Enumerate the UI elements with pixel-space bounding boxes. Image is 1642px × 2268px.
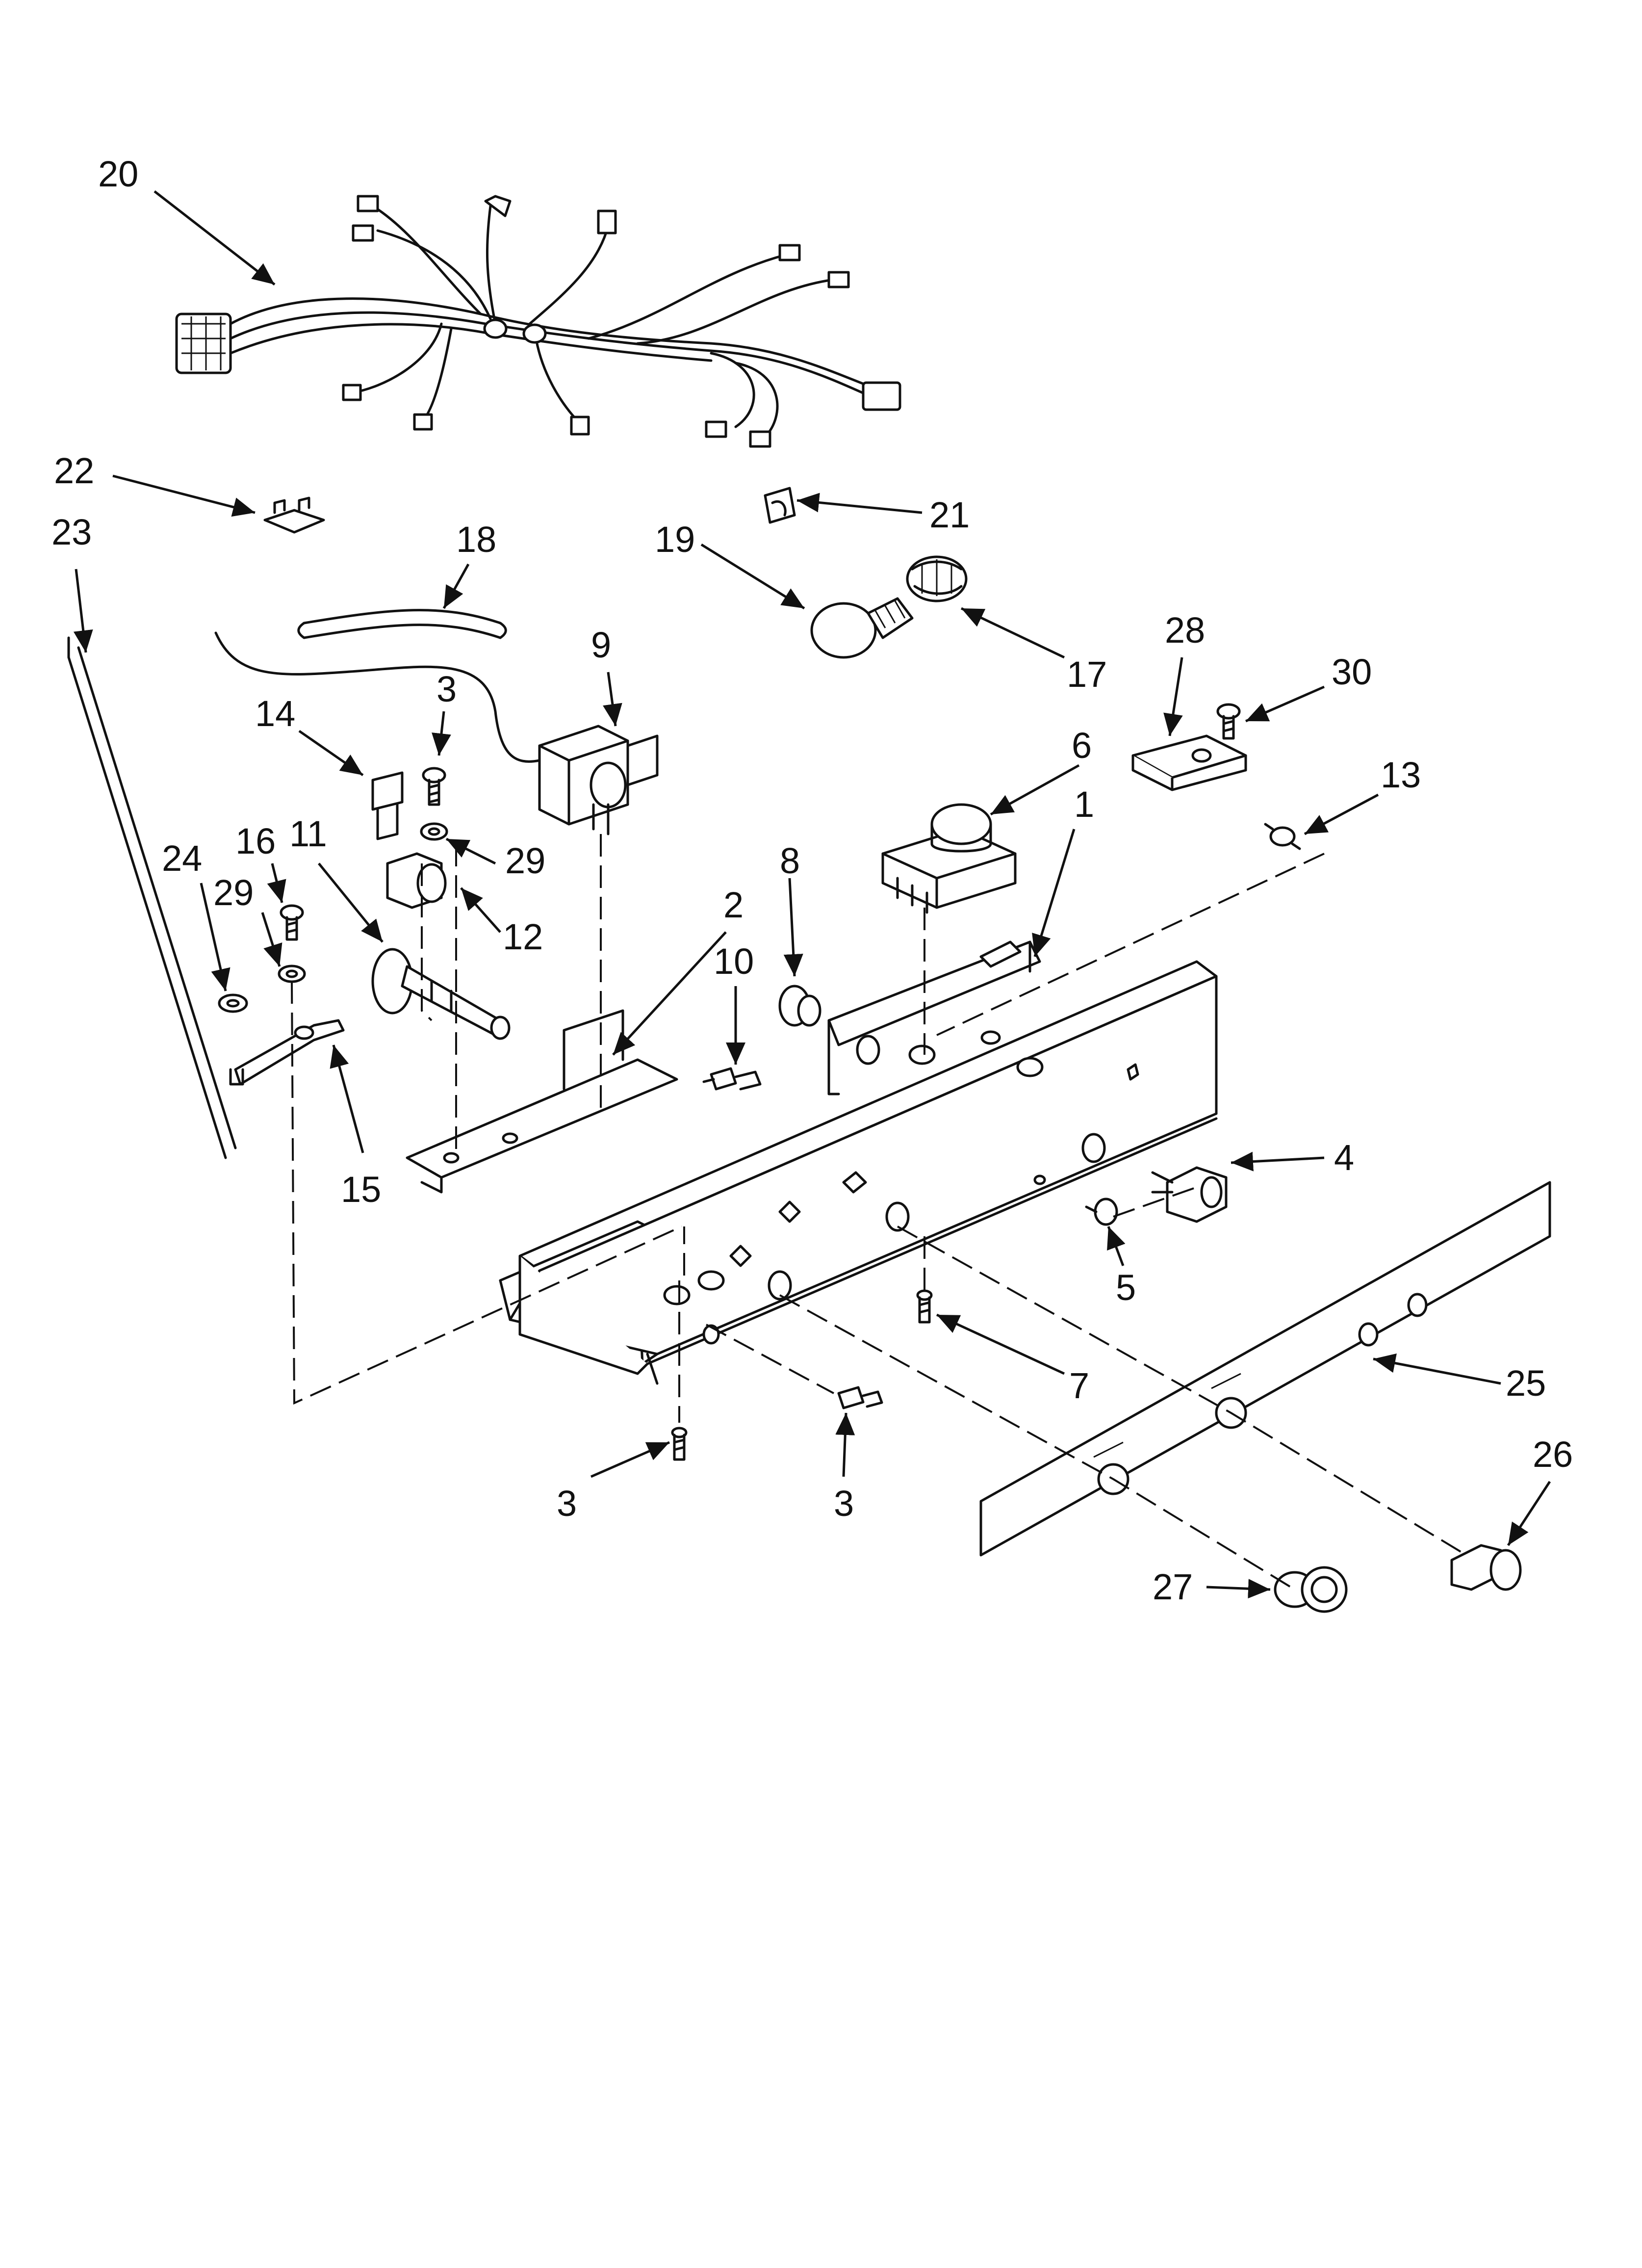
callout-27: 27 bbox=[1153, 1566, 1193, 1607]
part-29-washer-a bbox=[420, 822, 448, 841]
part-3-screw-bottom-right bbox=[837, 1386, 883, 1409]
part-13-clip bbox=[1264, 823, 1301, 850]
callout-10: 10 bbox=[714, 941, 754, 982]
part-6-timer bbox=[881, 803, 1017, 914]
callout-7: 7 bbox=[1069, 1365, 1089, 1406]
part-3-screw-bottom-left bbox=[671, 1427, 688, 1461]
assembly-lines bbox=[291, 834, 1467, 1590]
callout-15: 15 bbox=[341, 1169, 381, 1210]
callout-12: 12 bbox=[503, 916, 543, 957]
callout-13: 13 bbox=[1381, 755, 1421, 795]
callout-1: 1 bbox=[1074, 784, 1094, 825]
callout-2: 2 bbox=[723, 885, 744, 925]
callout-8: 8 bbox=[780, 840, 800, 881]
part-12-holder bbox=[386, 852, 447, 909]
callout-18: 18 bbox=[456, 519, 496, 560]
callout-9: 9 bbox=[591, 625, 611, 665]
callout-28: 28 bbox=[1165, 610, 1205, 651]
callout-3-bottom-right: 3 bbox=[834, 1483, 854, 1524]
part-3-screw-top bbox=[422, 767, 446, 806]
callout-30: 30 bbox=[1332, 652, 1372, 692]
part-29-washer-b bbox=[278, 965, 306, 983]
callout-5: 5 bbox=[1116, 1267, 1136, 1308]
callout-6: 6 bbox=[1072, 725, 1092, 766]
part-24-washer bbox=[218, 993, 248, 1013]
callout-14: 14 bbox=[255, 693, 295, 734]
part-23-rod bbox=[67, 636, 237, 1159]
callout-23: 23 bbox=[51, 512, 92, 552]
callout-29-a: 29 bbox=[505, 840, 545, 881]
callout-3-top: 3 bbox=[436, 669, 457, 709]
callout-11: 11 bbox=[289, 813, 327, 854]
callout-17: 17 bbox=[1067, 654, 1107, 695]
part-8-grommet bbox=[778, 985, 821, 1027]
part-4-switch bbox=[1151, 1166, 1228, 1223]
callout-4: 4 bbox=[1334, 1137, 1354, 1178]
part-18-tube bbox=[297, 609, 507, 639]
part-14-bracket bbox=[371, 771, 404, 840]
part-2-bracket bbox=[406, 1009, 678, 1194]
callout-24: 24 bbox=[162, 838, 202, 879]
callout-20: 20 bbox=[98, 154, 138, 194]
callout-16: 16 bbox=[235, 821, 276, 861]
leader-arrows bbox=[73, 190, 1551, 1599]
callout-29-b: 29 bbox=[213, 872, 254, 913]
part-10-screw bbox=[702, 1067, 762, 1091]
part-22-clip bbox=[263, 496, 325, 534]
part-26-knob bbox=[1450, 1544, 1522, 1591]
callout-21: 21 bbox=[929, 495, 970, 535]
part-9-thermostat bbox=[214, 631, 659, 835]
callout-22: 22 bbox=[54, 450, 94, 491]
callout-25: 25 bbox=[1506, 1363, 1546, 1404]
part-16-screw bbox=[280, 904, 304, 941]
part-15-lever bbox=[229, 1019, 345, 1086]
part-7-screw bbox=[916, 1289, 933, 1324]
wire-harness bbox=[175, 195, 901, 448]
part-27-knob bbox=[1274, 1566, 1348, 1613]
part-19-bulb bbox=[810, 597, 914, 659]
part-17-socket bbox=[906, 555, 968, 602]
part-28-switch bbox=[1131, 734, 1247, 791]
part-21-clip bbox=[764, 487, 796, 524]
part-1-housing bbox=[499, 940, 1218, 1385]
part-5-button bbox=[1085, 1198, 1118, 1226]
callout-26: 26 bbox=[1533, 1434, 1573, 1475]
callout-labels: 20 22 23 21 19 18 17 9 3 14 28 30 6 13 1… bbox=[51, 154, 1573, 1607]
callout-3-bottom-left: 3 bbox=[557, 1483, 577, 1524]
part-30-screw bbox=[1216, 703, 1241, 740]
part-11-shaft bbox=[371, 948, 511, 1040]
callout-19: 19 bbox=[655, 519, 695, 560]
part-25-panel bbox=[979, 1181, 1551, 1557]
